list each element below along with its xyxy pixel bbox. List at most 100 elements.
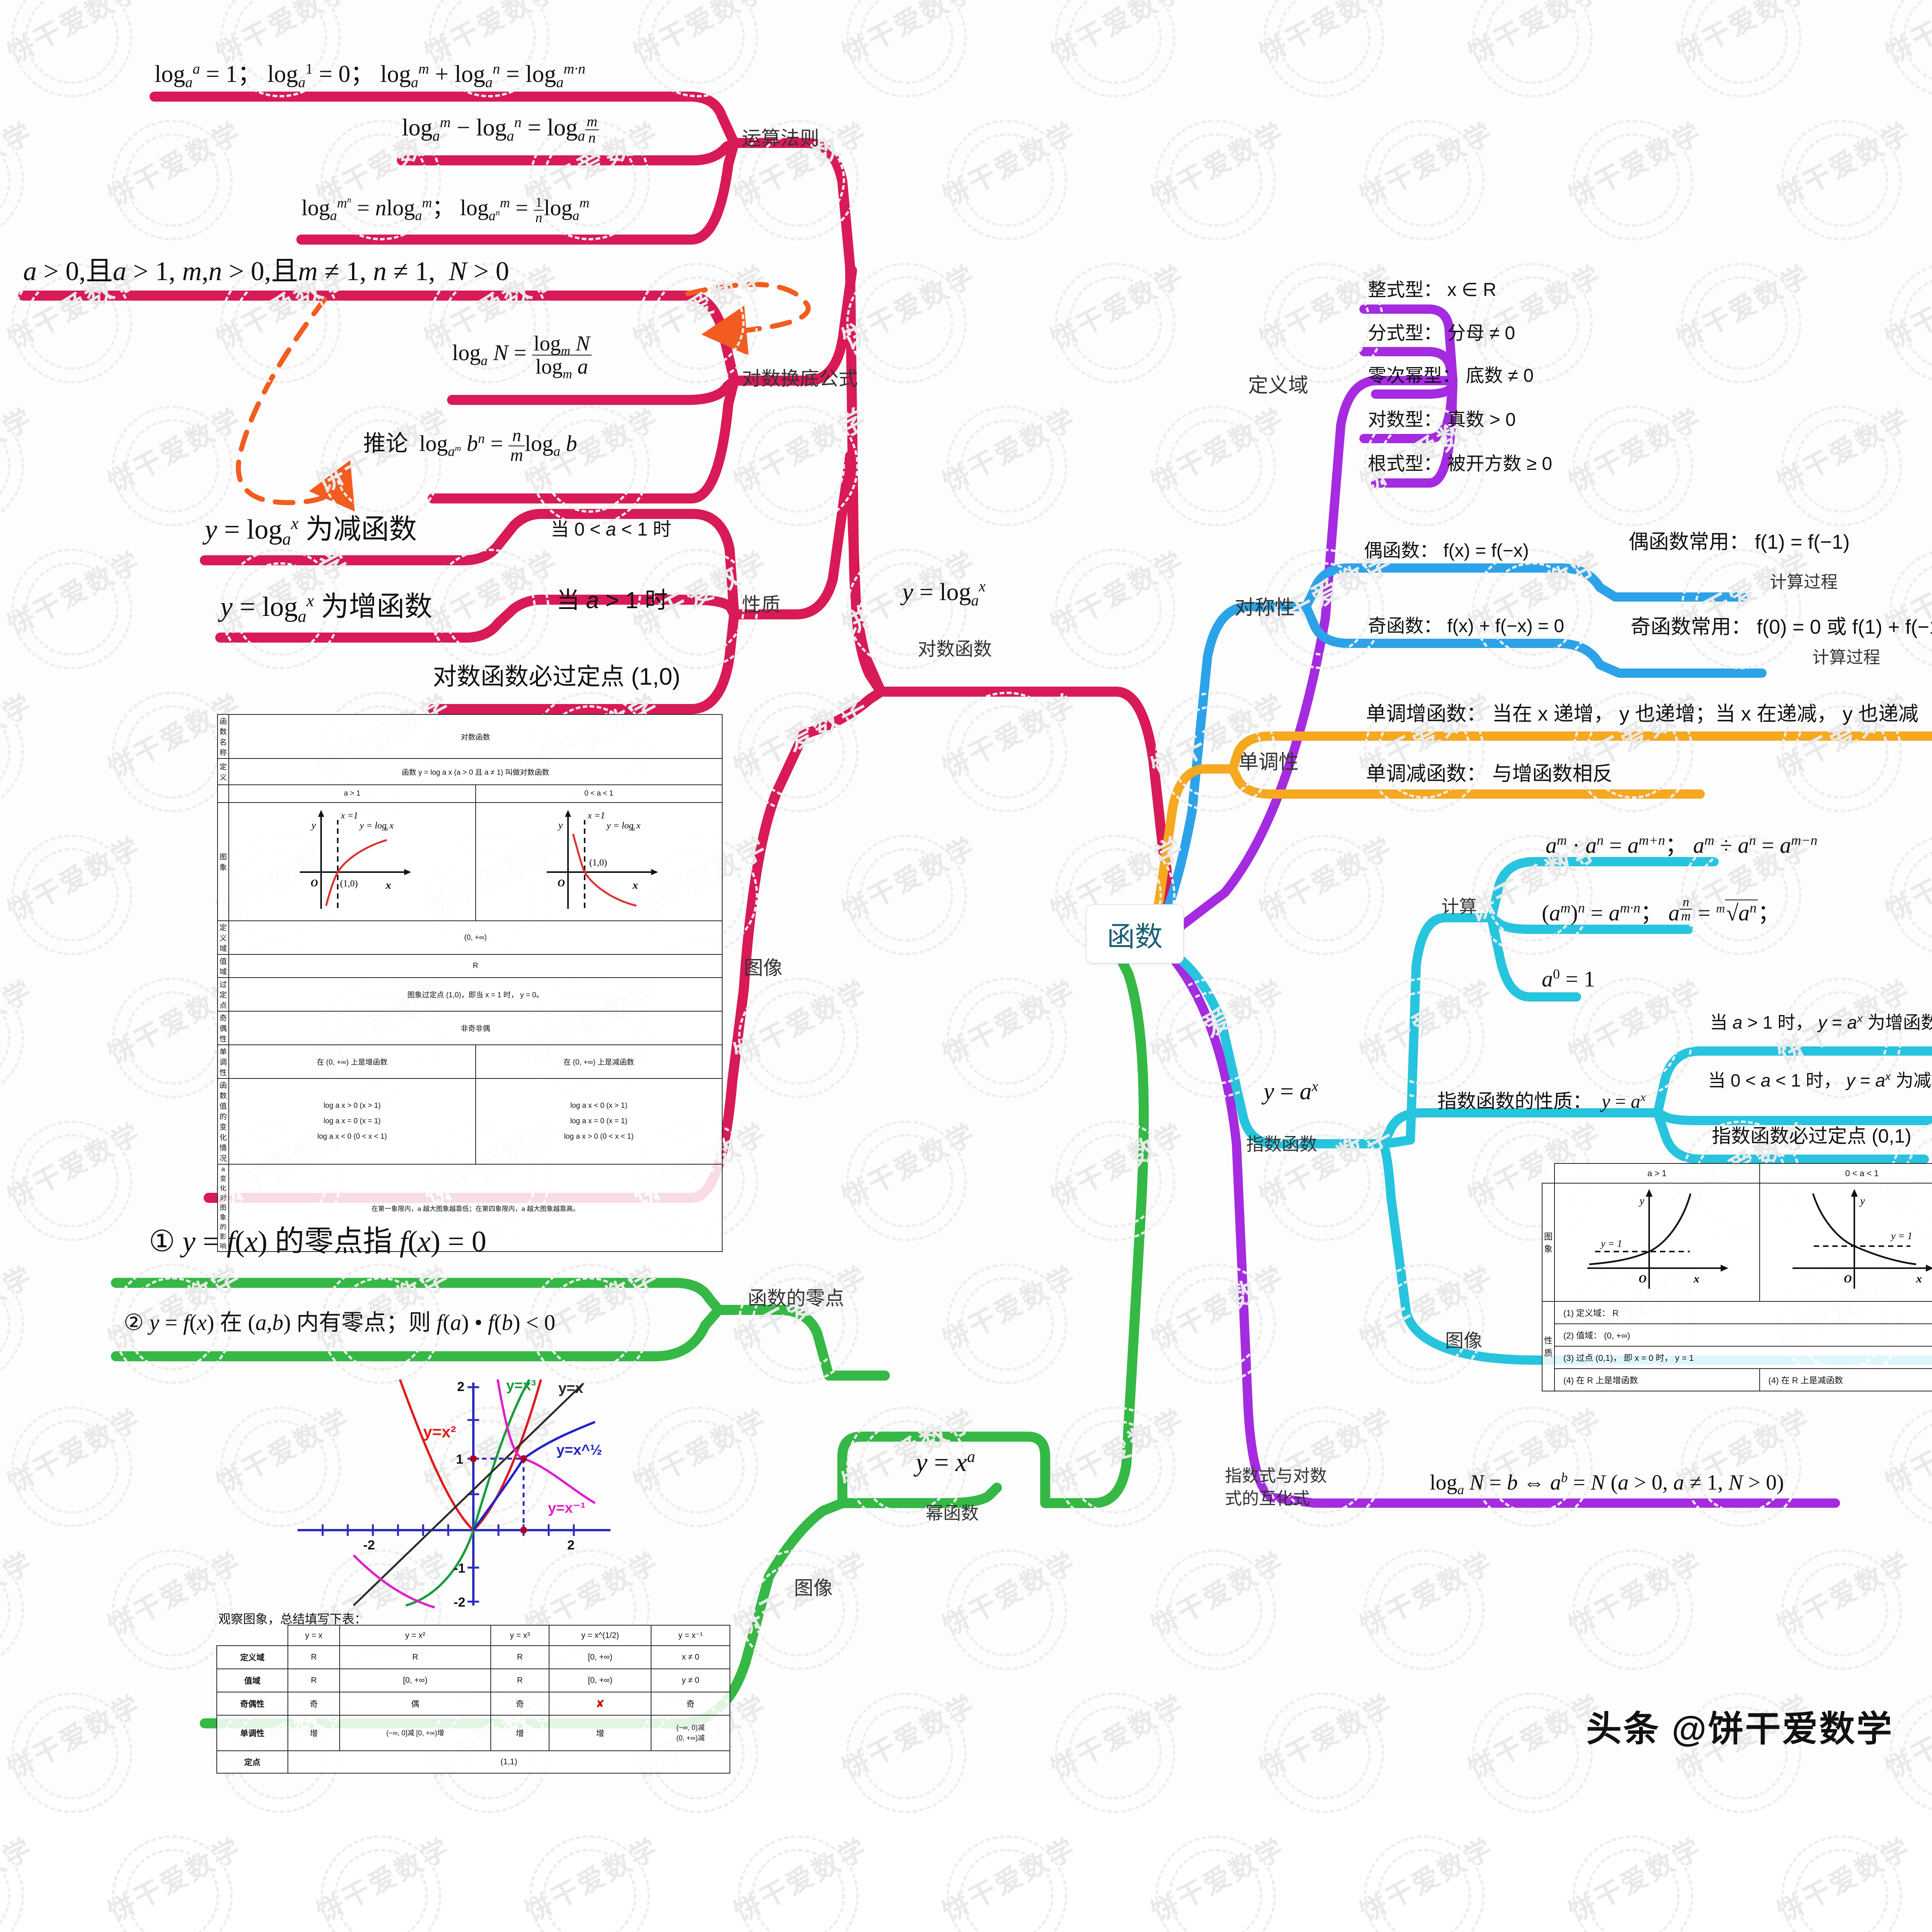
svg-text:-2: -2 xyxy=(363,1538,375,1553)
table-row: 值域 R xyxy=(218,954,722,978)
pf-r2-c2: 奇 xyxy=(491,1692,549,1715)
svg-text:y=x²: y=x² xyxy=(423,1423,456,1441)
log-tbl-l8: 在 (0, +∞) 上是增函数 xyxy=(229,1045,475,1078)
log-tbl-h5: 值域 xyxy=(218,954,229,978)
exp-calculation-label[interactable]: 计算 xyxy=(1441,893,1477,918)
table-row: 奇偶性 奇 偶 奇 ✘ 奇 xyxy=(217,1692,730,1715)
pf-r4-span: (1,1) xyxy=(288,1751,730,1773)
power-function-title-formula: y = xa xyxy=(916,1447,975,1478)
exp-graph-label[interactable]: 图像 xyxy=(1445,1325,1482,1352)
table-row: 过定点 图象过定点 (1,0)，即当 x = 1 时， y = 0。 xyxy=(218,978,722,1011)
change-base-label[interactable]: 对数换底公式 xyxy=(742,363,858,391)
exp-calc-item-0: am · an = am+n； am ÷ an = am−n xyxy=(1546,827,1817,859)
log-tbl-h4: 定义域 xyxy=(218,921,229,954)
pf-r0-c1: R xyxy=(340,1646,490,1669)
log-tbl-l9: log a x > 0 (x > 1)log a x = 0 (x = 1)lo… xyxy=(229,1078,475,1164)
monotonicity-item-1: 单调减函数： 与增函数相反 xyxy=(1366,757,1612,786)
domain-item-3: 对数型： 真数 > 0 xyxy=(1368,404,1516,431)
monotonicity-label[interactable]: 单调性 xyxy=(1238,746,1299,775)
exp-properties-label: 指数函数的性质： y = ax xyxy=(1437,1086,1646,1114)
domain-label[interactable]: 定义域 xyxy=(1248,369,1308,398)
svg-text:-1: -1 xyxy=(454,1561,465,1576)
svg-text:y = log: y = log xyxy=(606,821,634,831)
log-operations-label[interactable]: 运算法则 xyxy=(742,123,819,151)
pf-r3-c4: (−∞, 0)减(0, +∞)减 xyxy=(651,1715,730,1751)
pf-r0-c2: R xyxy=(491,1646,549,1669)
watermark-ring xyxy=(334,1849,428,1932)
symmetry-item-0-sub[interactable]: 计算过程 xyxy=(1770,568,1838,593)
pf-r3-h: 单调性 xyxy=(217,1715,288,1751)
watermark-ring xyxy=(529,1835,650,1932)
pf-col-2: y = x³ xyxy=(491,1625,549,1646)
pf-r4-h: 定点 xyxy=(217,1751,288,1773)
table-row: 定义域 (0, +∞) xyxy=(218,921,722,954)
svg-text:O: O xyxy=(558,878,565,889)
pf-r2-h: 奇偶性 xyxy=(217,1692,288,1715)
exp-prop-row-2: (3) 过点 (0,1)， 即 x = 0 时， y = 1 xyxy=(1554,1346,1932,1369)
log-tbl-h2 xyxy=(218,785,229,803)
log-prop-increasing: y = logax 为增函数 xyxy=(220,583,432,624)
watermark-ring xyxy=(0,1849,10,1932)
exp-tbl-prop-header: 性质 xyxy=(1542,1301,1554,1391)
center-node[interactable]: 函数 xyxy=(1086,904,1184,964)
pf-r2-c3: ✘ xyxy=(549,1692,651,1715)
table-row: 性质 (1) 定义域： R xyxy=(1542,1301,1932,1324)
exp-function-title-label[interactable]: 指数函数 xyxy=(1246,1130,1317,1156)
pf-r1-c1: [0, +∞) xyxy=(340,1669,490,1692)
log-tbl-v5: R xyxy=(229,954,722,978)
table-row: 图象 y y = 1 O x y xyxy=(1542,1183,1932,1301)
watermark-text: 饼干爱数学 xyxy=(0,1827,39,1930)
svg-text:1: 1 xyxy=(456,1452,463,1467)
svg-text:y = 1: y = 1 xyxy=(1600,1238,1622,1249)
corollary-prefix: 推论 xyxy=(363,431,408,456)
watermark-text: 饼干爱数学 xyxy=(1352,1827,1500,1930)
pf-r3-c3: 增 xyxy=(549,1715,651,1751)
watermark-ring xyxy=(1155,1835,1276,1932)
table-row: 值域 R [0, +∞) R [0, +∞) y ≠ 0 xyxy=(217,1669,730,1692)
svg-text:y=x⁻¹: y=x⁻¹ xyxy=(548,1500,585,1516)
watermark-ring xyxy=(112,1835,233,1932)
domain-item-0: 整式型： x ∈ R xyxy=(1368,274,1497,301)
svg-text:x: x xyxy=(1693,1272,1699,1285)
power-function-title-label[interactable]: 幂函数 xyxy=(925,1499,979,1525)
watermark-text: 饼干爱数学 xyxy=(100,1827,248,1930)
svg-text:a: a xyxy=(385,826,388,832)
watermark-ring xyxy=(738,1835,859,1932)
watermark-text: 饼干爱数学 xyxy=(1561,1827,1709,1930)
watermark-ring xyxy=(947,1835,1067,1932)
exp-tbl-col1: 0 < a < 1 xyxy=(1760,1163,1932,1183)
exp-tbl-graph-header: 图象 xyxy=(1542,1183,1554,1301)
exp-prop-row-3-right: (4) 在 R 上是减函数 xyxy=(1760,1369,1932,1391)
pf-r0-c3: [0, +∞) xyxy=(549,1646,651,1669)
log-properties-label[interactable]: 性质 xyxy=(742,589,781,617)
exp-log-conversion-label[interactable]: 指数式与对数式的互化式 xyxy=(1225,1464,1327,1510)
svg-text:y = 1: y = 1 xyxy=(1890,1230,1912,1242)
svg-text:O: O xyxy=(1639,1273,1646,1285)
watermark-ring xyxy=(321,1835,441,1932)
symmetry-label[interactable]: 对称性 xyxy=(1235,591,1295,620)
watermark-ring xyxy=(1573,1835,1693,1932)
log-tbl-h3: 图象 xyxy=(218,803,229,921)
pf-col-3: y = x^(1/2) xyxy=(549,1625,651,1646)
svg-text:a: a xyxy=(632,826,635,832)
pf-r2-c0: 奇 xyxy=(288,1692,340,1715)
zeros-label[interactable]: 函数的零点 xyxy=(748,1283,844,1311)
log-tbl-h9: 函数值的变化情况 xyxy=(218,1078,229,1164)
symmetry-item-1-sub[interactable]: 计算过程 xyxy=(1812,643,1880,668)
power-graph-label[interactable]: 图像 xyxy=(794,1573,833,1600)
exp-graph-decreasing: y y = 1 O x xyxy=(1783,1185,1932,1297)
log-function-title-label[interactable]: 对数函数 xyxy=(918,634,992,661)
log-tbl-r2: 0 < a < 1 xyxy=(476,785,723,803)
symmetry-item-1-text: 奇函数： f(x) + f(−x) = 0 xyxy=(1368,611,1564,638)
table-row: 定义域 R R R [0, +∞) x ≠ 0 xyxy=(217,1646,730,1669)
log-prop-decreasing: y = logax 为减函数 xyxy=(205,506,417,547)
pf-r0-h: 定义域 xyxy=(217,1646,288,1669)
table-row: (2) 值域： (0, +∞) xyxy=(1542,1324,1932,1346)
pf-col-0: y = x xyxy=(288,1625,340,1646)
log-graph-label[interactable]: 图像 xyxy=(744,952,782,980)
table-row: y = x y = x² y = x³ y = x^(1/2) y = x⁻¹ xyxy=(217,1625,730,1646)
table-row: 定义 函数 y = log a x (a > 0 且 a ≠ 1) 叫做对数函数 xyxy=(218,759,722,785)
domain-item-2: 零次幂型： 底数 ≠ 0 xyxy=(1368,360,1534,387)
svg-text:y: y xyxy=(1859,1195,1865,1207)
